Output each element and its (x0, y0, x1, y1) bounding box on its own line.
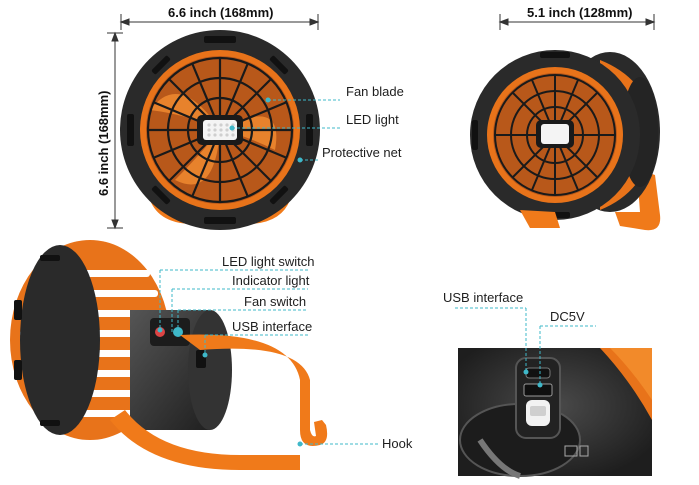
label-hook: Hook (382, 436, 413, 451)
label-led-light: LED light (346, 112, 399, 127)
side-depth-dimension: 5.1 inch (128mm) (527, 5, 633, 20)
label-fan-blade: Fan blade (346, 84, 404, 99)
back-fan (10, 240, 328, 470)
label-indicator-light: Indicator light (232, 273, 310, 288)
label-usb-interface-closeup: USB interface (443, 290, 524, 305)
label-protective-net: Protective net (322, 145, 402, 160)
front-width-dimension: 6.6 inch (168mm) (168, 5, 274, 20)
front-fan (120, 30, 320, 230)
callout-lines-front (229, 97, 340, 163)
front-height-dimension: 6.6 inch (168mm) (96, 90, 111, 197)
callout-lines-closeup (455, 307, 596, 388)
usb-closeup (458, 348, 652, 479)
label-usb-interface-side: USB interface (232, 319, 313, 334)
dimension-lines-side (498, 14, 656, 30)
label-led-light-switch: LED light switch (222, 254, 315, 269)
dimension-lines-front (107, 14, 320, 230)
label-fan-switch: Fan switch (244, 294, 307, 309)
callout-lines-back (157, 269, 378, 447)
label-dc5v: DC5V (550, 309, 585, 324)
side-fan (470, 50, 661, 231)
